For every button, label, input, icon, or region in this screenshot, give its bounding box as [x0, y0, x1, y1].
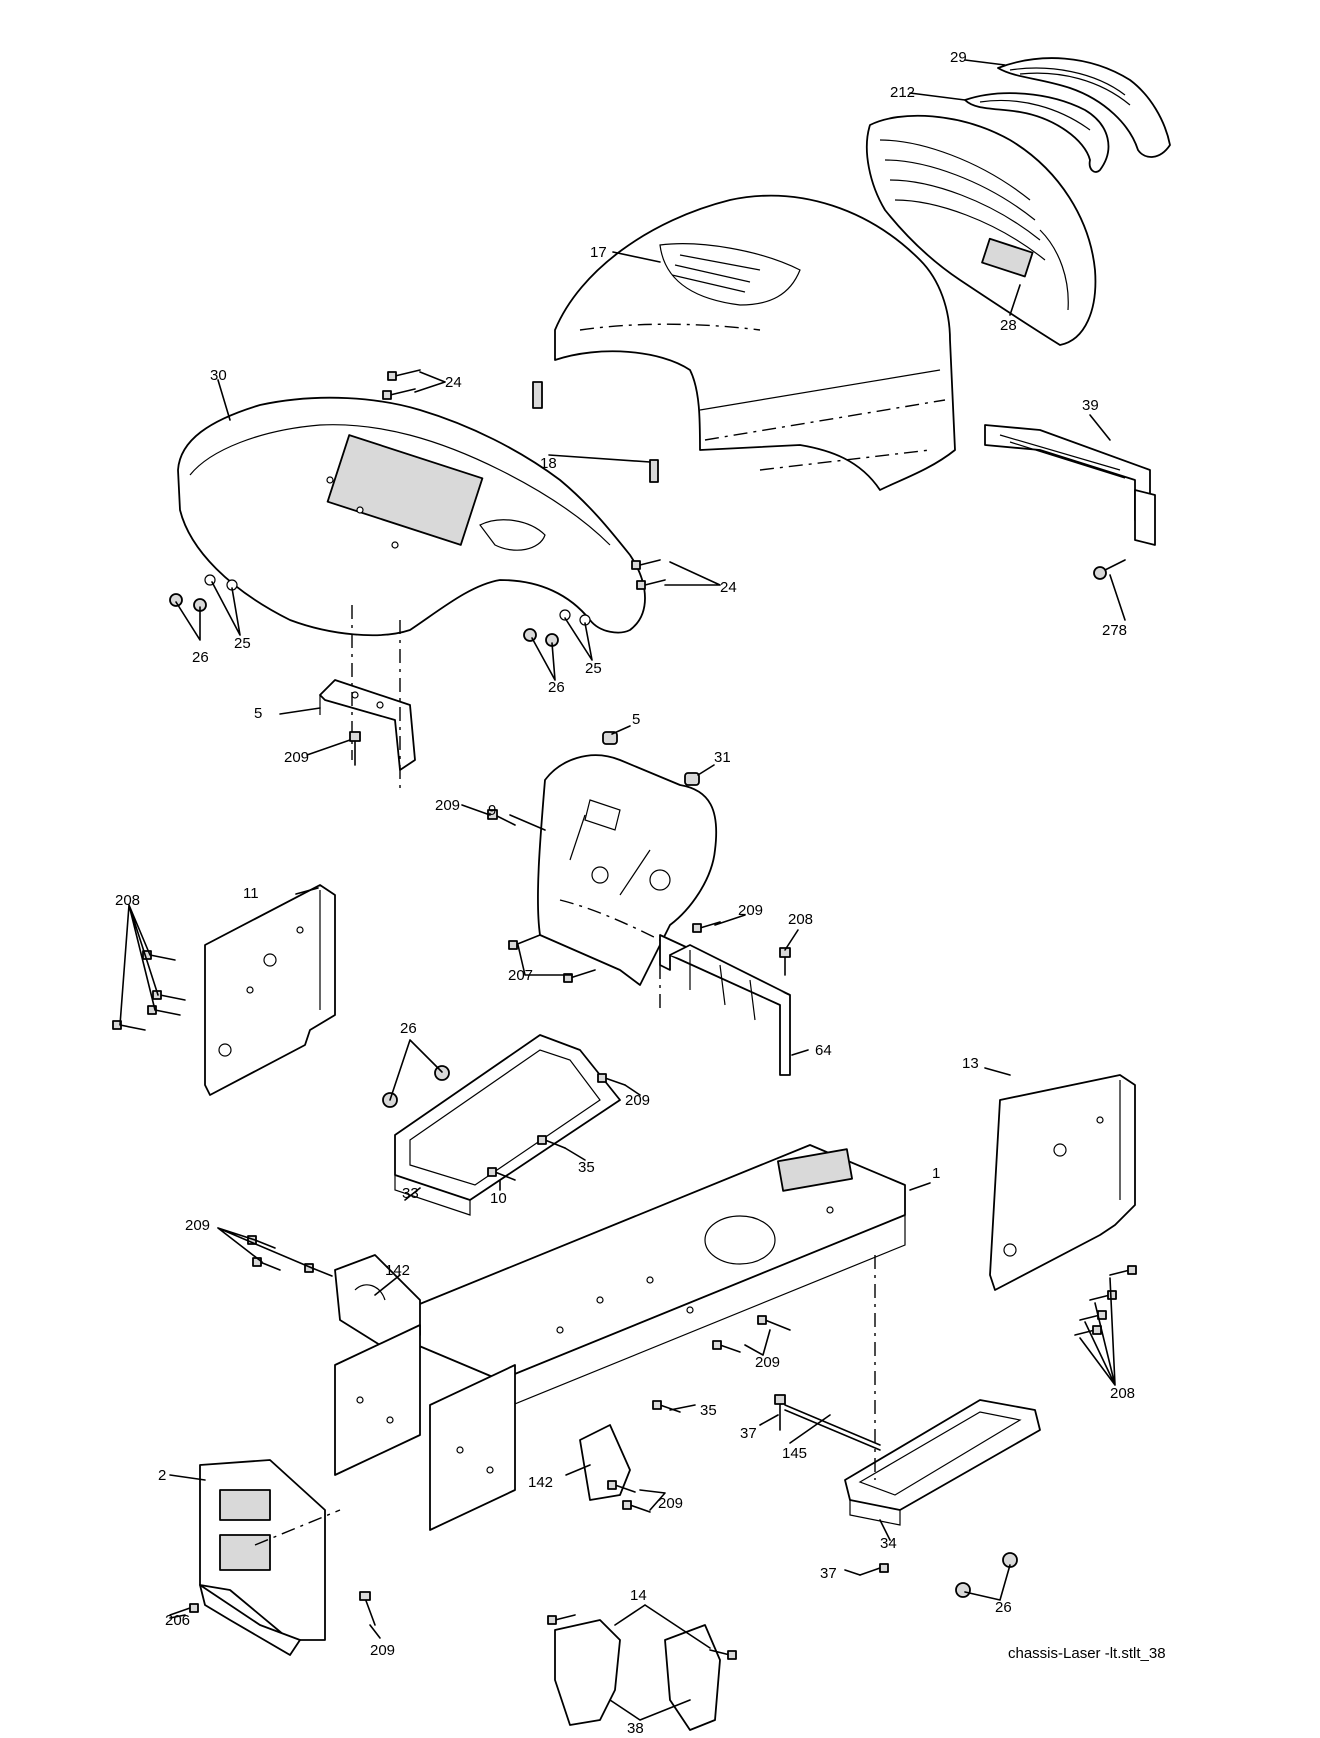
callout-label: 37	[820, 1565, 837, 1582]
part-29-trim	[997, 57, 1171, 158]
part-5-grommets	[602, 731, 700, 786]
part-30-fender	[177, 396, 646, 637]
callout-label: 142	[385, 1262, 410, 1279]
callout-label: 209	[284, 749, 309, 766]
leader-lines	[119, 59, 1126, 1721]
callout-label: 26	[400, 1020, 417, 1037]
callout-label: 278	[1102, 622, 1127, 639]
part-28-grille	[865, 114, 1097, 346]
part-64-support	[659, 934, 791, 1076]
callout-label: 26	[192, 649, 209, 666]
callout-label: 212	[890, 84, 915, 101]
callout-label: 209	[755, 1354, 780, 1371]
callout-label: 13	[962, 1055, 979, 1072]
part-9-dash	[537, 754, 718, 986]
part-33-footrest	[394, 1034, 621, 1216]
callout-label: 34	[880, 1535, 897, 1552]
front-plates	[334, 1324, 516, 1531]
callout-label: 30	[210, 367, 227, 384]
part-212-strip	[964, 92, 1110, 173]
callout-label: 28	[1000, 317, 1017, 334]
callout-label: 209	[625, 1092, 650, 1109]
callout-label: 206	[165, 1612, 190, 1629]
callout-label: 1	[932, 1165, 940, 1182]
part-39-bracket	[984, 424, 1156, 546]
callout-label: 10	[490, 1190, 507, 1207]
callout-label: 26	[995, 1599, 1012, 1616]
callout-label: 9	[488, 802, 496, 819]
callout-label: 35	[700, 1402, 717, 1419]
callout-label: 209	[370, 1642, 395, 1659]
callout-label: 26	[548, 679, 565, 696]
callout-label: 11	[243, 885, 259, 902]
callout-label: 209	[658, 1495, 683, 1512]
part-18-clips	[532, 381, 659, 483]
callout-label: 18	[540, 455, 557, 472]
callout-label: 39	[1082, 397, 1099, 414]
part-34-footrest	[844, 1255, 1041, 1526]
callout-label: 35	[578, 1159, 595, 1176]
callout-label: 24	[445, 374, 462, 391]
part-11-plate	[204, 884, 336, 1096]
callout-label: 145	[782, 1445, 807, 1462]
callout-label: 25	[585, 660, 602, 677]
part-13-plate	[989, 1074, 1136, 1291]
callout-label: 37	[740, 1425, 757, 1442]
part-2-bracket	[199, 1459, 326, 1656]
callout-label: 33	[402, 1185, 419, 1202]
fasteners	[112, 369, 1137, 1660]
callout-label: 208	[1110, 1385, 1135, 1402]
callout-label: 29	[950, 49, 967, 66]
callout-label: 5	[632, 711, 640, 728]
callout-label: 17	[590, 244, 607, 261]
callout-label: 5	[254, 705, 262, 722]
callout-label: 208	[788, 911, 813, 928]
callout-label: 31	[714, 749, 731, 766]
callout-label: 25	[234, 635, 251, 652]
callout-label: 142	[528, 1474, 553, 1491]
callout-label: 209	[435, 797, 460, 814]
callout-label: 209	[185, 1217, 210, 1234]
callout-label: 14	[630, 1587, 647, 1604]
part-142-bracket-lower	[579, 1424, 631, 1501]
callout-label: 208	[115, 892, 140, 909]
callout-label: 2	[158, 1467, 166, 1484]
callout-label: 24	[720, 579, 737, 596]
callout-label: 64	[815, 1042, 832, 1059]
callout-label: 209	[738, 902, 763, 919]
diagram-caption: chassis-Laser -lt.stlt_38	[1008, 1645, 1166, 1662]
part-14-38-brackets	[554, 1619, 721, 1731]
callout-label: 38	[627, 1720, 644, 1737]
part-17-hood	[554, 194, 956, 491]
part-145-rod	[784, 1404, 881, 1451]
callout-label: 207	[508, 967, 533, 984]
